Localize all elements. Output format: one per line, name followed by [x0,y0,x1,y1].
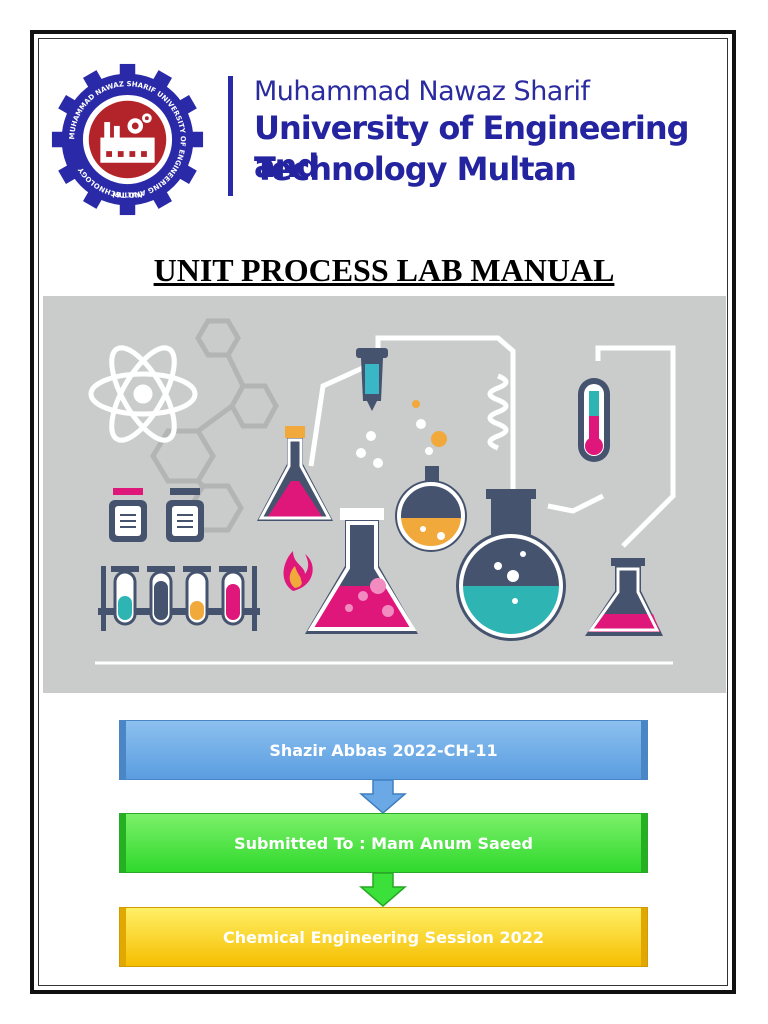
seal-city: MULTAN [112,192,143,200]
round-flask-teal-icon [456,489,566,641]
university-name-line2: University of Engineering and [254,109,690,185]
thermometer-icon [578,378,610,462]
submitted-to-box: Submitted To : Mam Anum Saeed [119,813,648,873]
jar-icon [109,488,204,542]
header: MUHAMMAD NAWAZ SHARIF UNIVERSITY OF ENGI… [50,62,718,216]
manual-title: UNIT PROCESS LAB MANUAL [153,252,615,288]
student-name-box: Shazir Abbas 2022-CH-11 [119,720,648,780]
atom-icon [88,345,198,443]
page-inner-border [38,38,728,986]
lab-illustration [43,296,726,693]
university-name-line3: Technology Multan [254,150,577,188]
university-logo: MUHAMMAD NAWAZ SHARIF UNIVERSITY OF ENGI… [51,63,204,216]
page-outer-border [30,30,736,994]
flask-right-icon [585,558,663,636]
round-flask-orange-icon [395,400,467,552]
down-arrow-icon [358,873,408,907]
header-divider [228,76,233,196]
university-name-line1: Muhammad Nawaz Sharif [254,76,590,107]
session-box: Chemical Engineering Session 2022 [119,907,648,967]
flask-pink-large-icon [305,508,418,634]
test-tube-rack-icon [98,566,260,631]
down-arrow-icon [358,780,408,814]
flask-pink-small-icon [257,426,333,521]
fire-icon [283,551,313,591]
dropper-icon [356,348,388,468]
